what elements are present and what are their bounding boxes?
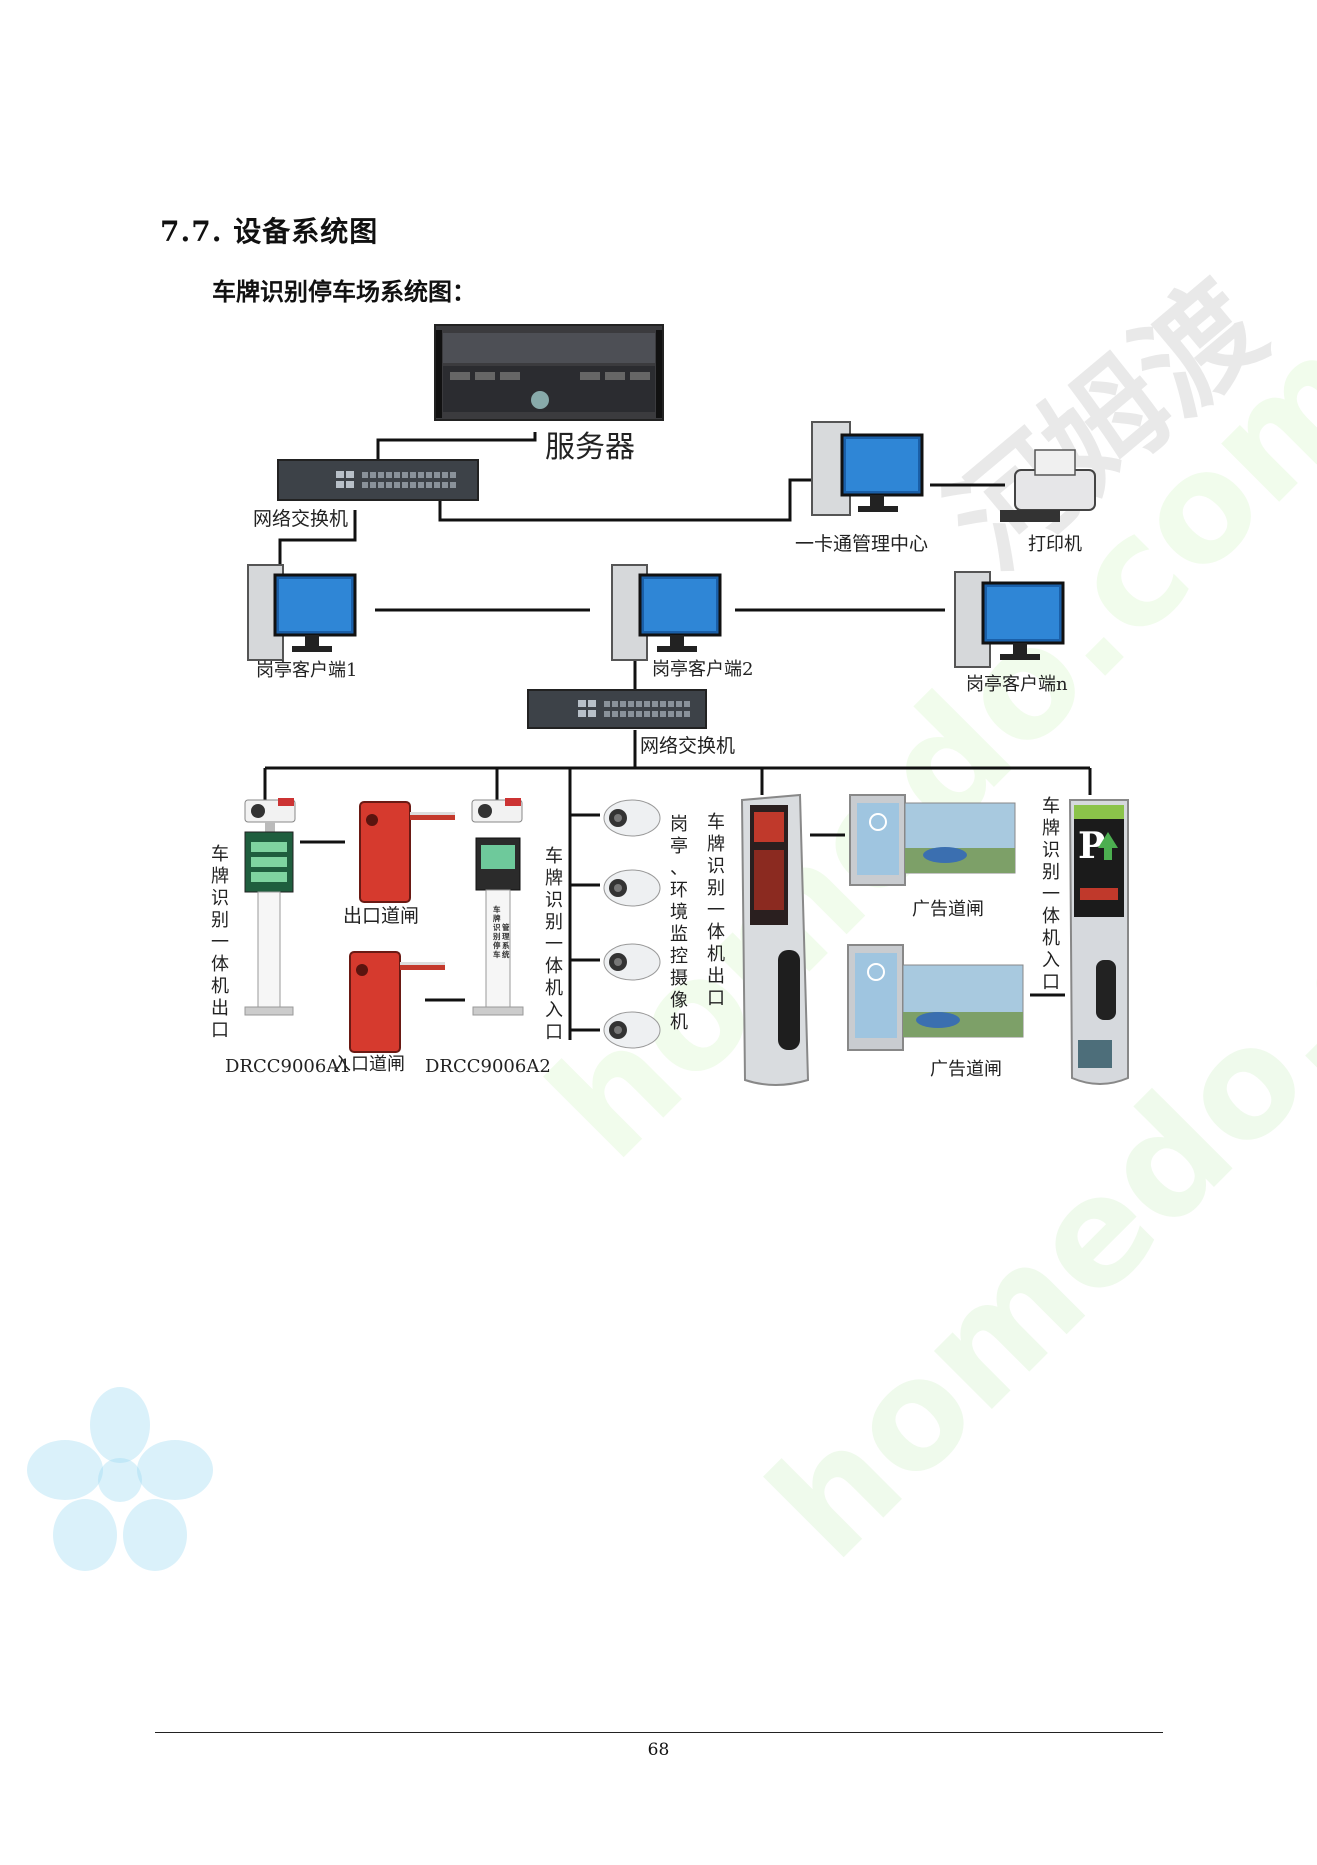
ad-gate-top-label: 广告道闸 <box>912 899 984 920</box>
section-heading: 7.7. 设备系统图 <box>160 215 379 248</box>
card-center-computer-icon <box>811 421 924 516</box>
page-number: 68 <box>647 1740 670 1760</box>
model-a1-label: DRCC9006A1 <box>225 1056 351 1077</box>
lpr-terminal-a1-icon <box>244 798 296 1016</box>
exit-gate-label: 出口道闸 <box>343 905 419 927</box>
lpr-kiosk-entry-icon: P <box>1068 799 1129 1085</box>
footer-rule <box>155 1732 1163 1733</box>
booth-n-label: 岗亭客户端n <box>966 674 1068 695</box>
ad-gate-bottom-icon <box>847 944 1024 1051</box>
switch-top-label: 网络交换机 <box>253 508 348 530</box>
exit-gate-icon <box>359 801 455 903</box>
booth2-computer-icon <box>611 564 722 661</box>
server-icon <box>434 324 664 421</box>
ad-gate-top-icon <box>849 794 1016 886</box>
parking-system-diagram: 服务器 网络交换机 一卡通管理中心 <box>211 324 1129 1086</box>
switch-top-icon <box>277 459 479 501</box>
booth2-label: 岗亭客户端2 <box>652 659 753 680</box>
booth1-computer-icon <box>247 564 357 661</box>
booth-n-computer-icon <box>954 571 1065 668</box>
card-center-label: 一卡通管理中心 <box>795 533 928 555</box>
lpr-exit-right-label: 车牌识 别一体 机出口 <box>707 812 731 1009</box>
pillar-vertical-text: 车牌识别 停车管理 系统 <box>492 904 512 959</box>
entry-gate-icon <box>349 951 445 1053</box>
printer-icon <box>1000 449 1096 522</box>
connection-lines <box>263 432 1092 1040</box>
server-label: 服务器 <box>545 430 635 465</box>
lpr-exit-left-label: 车牌识 别一体 机出口 <box>211 844 235 1041</box>
printer-label: 打印机 <box>1028 534 1082 555</box>
model-a2-label: DRCC9006A2 <box>425 1056 551 1077</box>
cameras-label: 岗亭、 环境监 控摄像 机 <box>670 814 694 1033</box>
lpr-entry-mid-label: 车牌识 别一体 机入口 <box>545 846 569 1043</box>
cctv-cameras-icon <box>603 799 661 1049</box>
entry-gate-label: 入口道闸 <box>333 1054 405 1075</box>
lpr-terminal-a2-icon: 车牌识别 停车管理 系统 <box>471 798 524 1016</box>
switch-bottom-icon <box>527 689 707 729</box>
lpr-entry-right-label: 车牌识 别一体 机入口 <box>1042 796 1066 993</box>
lpr-kiosk-exit-icon <box>740 793 810 1086</box>
watermark-flower-logo <box>27 1387 213 1571</box>
figure-caption: 车牌识别停车场系统图： <box>212 277 476 306</box>
booth1-label: 岗亭客户端1 <box>256 660 357 681</box>
ad-gate-bottom-label: 广告道闸 <box>930 1059 1002 1080</box>
switch-bottom-label: 网络交换机 <box>640 735 735 757</box>
